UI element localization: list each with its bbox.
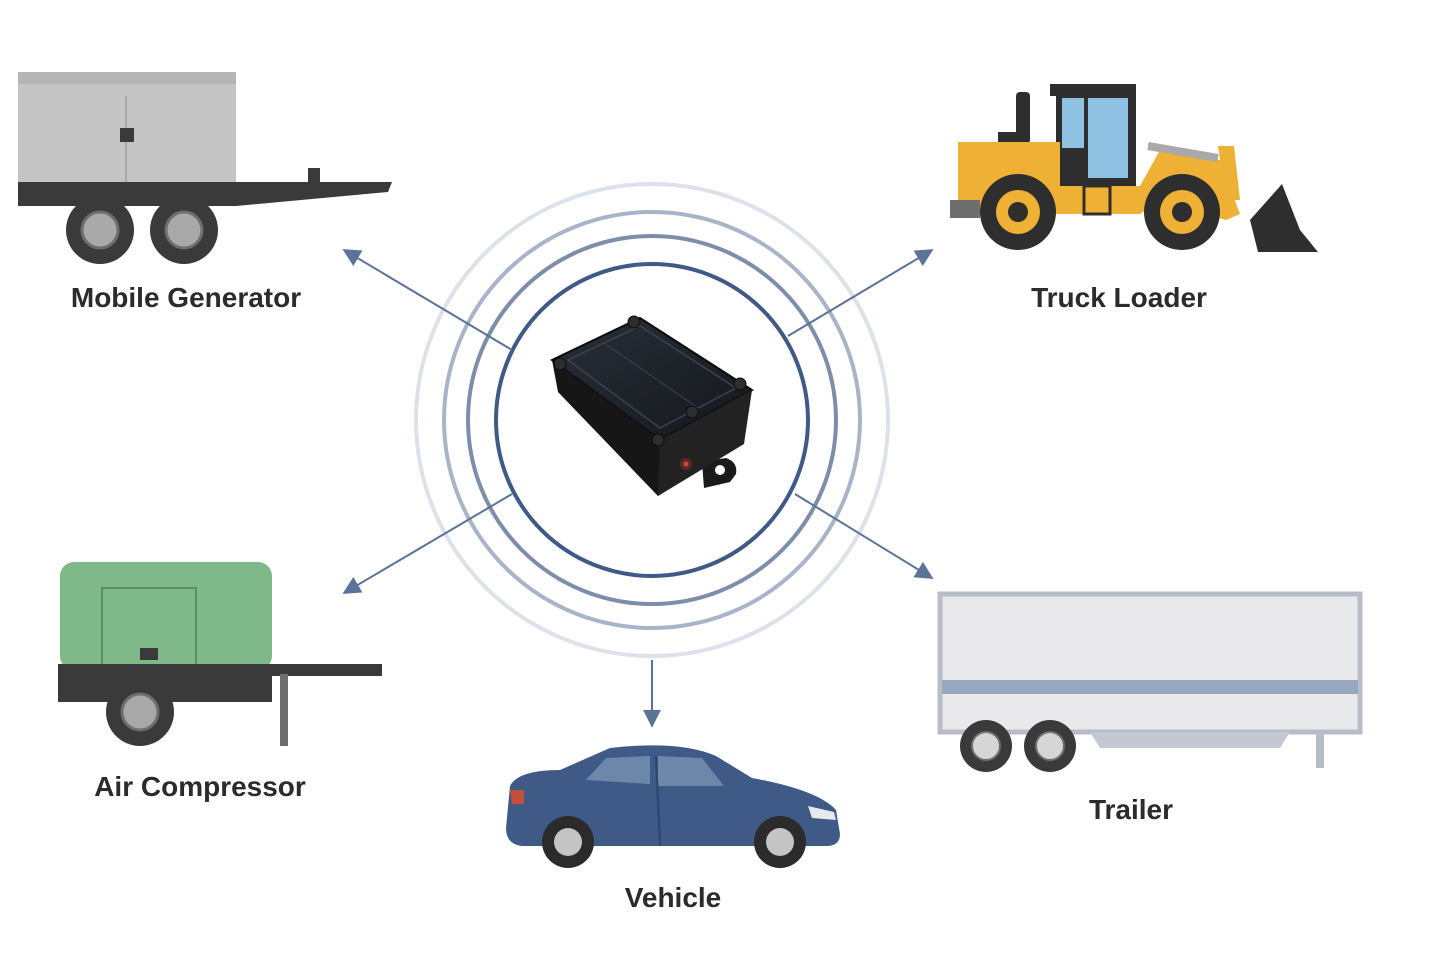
arrow-to-truck-loader bbox=[787, 249, 934, 337]
mobile-generator-illustration bbox=[18, 72, 392, 264]
signal-ring-3 bbox=[442, 210, 862, 630]
vehicle-illustration bbox=[506, 745, 840, 868]
signal-ring-inner bbox=[494, 262, 810, 578]
label-air-compressor: Air Compressor bbox=[94, 771, 306, 802]
label-truck-loader: Truck Loader bbox=[1031, 282, 1207, 313]
signal-ring-2 bbox=[466, 234, 838, 606]
label-trailer: Trailer bbox=[1088, 794, 1174, 825]
arrow-to-trailer bbox=[794, 493, 934, 579]
signal-rings bbox=[414, 182, 890, 658]
trailer-illustration bbox=[937, 591, 1363, 772]
label-mobile-generator: Mobile Generator bbox=[70, 282, 302, 313]
gps-tracker-device bbox=[550, 315, 754, 496]
arrow-to-air-compressor bbox=[342, 493, 513, 594]
air-compressor-illustration bbox=[58, 562, 382, 746]
connection-arrows bbox=[342, 249, 934, 728]
signal-ring-outer bbox=[414, 182, 890, 658]
truck-loader-illustration bbox=[950, 84, 1318, 252]
arrow-to-mobile-generator bbox=[342, 249, 513, 351]
label-vehicle: Vehicle bbox=[624, 882, 722, 913]
